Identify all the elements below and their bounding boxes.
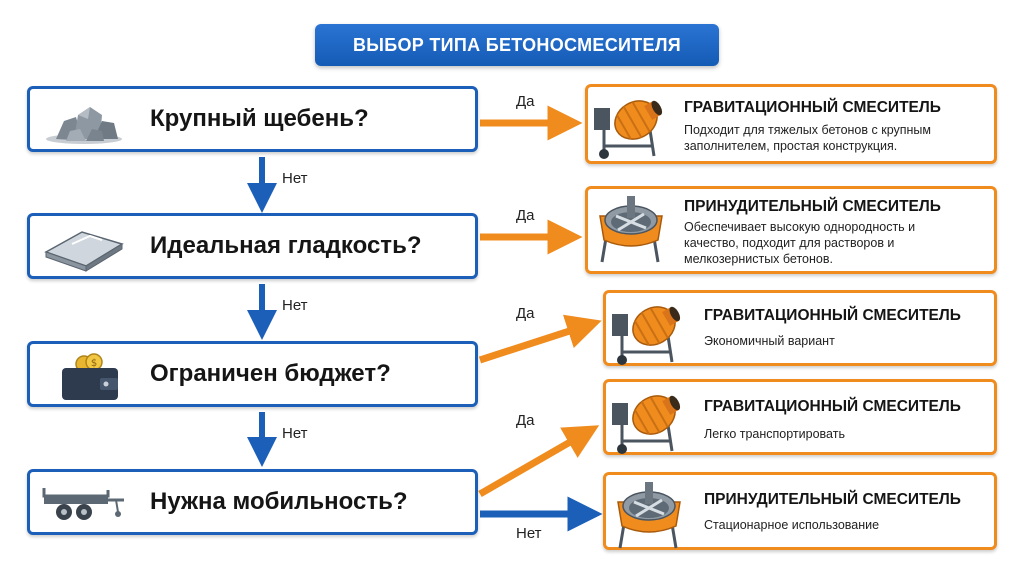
svg-text:$: $ bbox=[91, 358, 97, 369]
result-description: Экономичный вариант bbox=[704, 333, 835, 349]
question-label: Нужна мобильность? bbox=[150, 488, 408, 515]
yes-label: Да bbox=[516, 305, 535, 322]
gravity-mixer-icon bbox=[594, 100, 663, 159]
question-box-gravel: Крупный щебень? bbox=[27, 86, 478, 152]
result-gravity-mixer: ГРАВИТАЦИОННЫЙ СМЕСИТЕЛЬ Экономичный вар… bbox=[603, 290, 997, 366]
yes-arrow-3 bbox=[478, 314, 602, 364]
result-description: Подходит для тяжелых бетонов с крупным з… bbox=[684, 122, 931, 154]
result-description-line: Экономичный вариант bbox=[704, 334, 835, 348]
gravity-mixer-icon bbox=[612, 395, 681, 454]
result-forced-mixer: ПРИНУДИТЕЛЬНЫЙ СМЕСИТЕЛЬ Стационарное ис… bbox=[603, 472, 997, 550]
no-label: Нет bbox=[516, 525, 542, 542]
result-title: ГРАВИТАЦИОННЫЙ СМЕСИТЕЛЬ bbox=[684, 99, 941, 116]
yes-arrow-4 bbox=[478, 425, 600, 498]
question-box-budget: $ Ограничен бюджет? bbox=[27, 341, 478, 407]
wallet-coins-icon: $ bbox=[62, 353, 118, 400]
question-label: Крупный щебень? bbox=[150, 105, 369, 132]
result-description-line: Подходит для тяжелых бетонов с крупным bbox=[684, 123, 932, 137]
gravity-mixer-icon bbox=[612, 306, 681, 365]
result-description-line: Легко транспортировать bbox=[704, 427, 845, 441]
no-label: Нет bbox=[282, 297, 308, 314]
result-title: ПРИНУДИТЕЛЬНЫЙ СМЕСИТЕЛЬ bbox=[704, 491, 961, 508]
result-forced-mixer: ПРИНУДИТЕЛЬНЫЙ СМЕСИТЕЛЬ Обеспечивает вы… bbox=[585, 186, 997, 274]
forced-mixer-icon bbox=[617, 482, 681, 549]
result-description: Стационарное использование bbox=[704, 517, 879, 533]
result-description-line: качество, подходит для растворов и bbox=[684, 236, 895, 250]
yes-label: Да bbox=[516, 93, 535, 110]
result-description-line: Обеспечивает высокую однородность и bbox=[684, 220, 916, 234]
trailer-icon bbox=[42, 488, 124, 520]
result-description-line: мелкозернистых бетонов. bbox=[684, 252, 833, 266]
no-label: Нет bbox=[282, 425, 308, 442]
result-title: ГРАВИТАЦИОННЫЙ СМЕСИТЕЛЬ bbox=[704, 398, 961, 415]
yes-label: Да bbox=[516, 207, 535, 224]
result-description: Легко транспортировать bbox=[704, 426, 845, 442]
gravel-pile-icon bbox=[46, 107, 122, 144]
question-box-smoothness: Идеальная гладкость? bbox=[27, 213, 478, 279]
no-label: Нет bbox=[282, 170, 308, 187]
result-description-line: заполнителем, простая конструкция. bbox=[684, 139, 898, 153]
smooth-slab-icon bbox=[44, 231, 124, 272]
result-gravity-mixer: ГРАВИТАЦИОННЫЙ СМЕСИТЕЛЬ Подходит для тя… bbox=[585, 84, 997, 164]
yes-label: Да bbox=[516, 412, 535, 429]
result-gravity-mixer: ГРАВИТАЦИОННЫЙ СМЕСИТЕЛЬ Легко транспорт… bbox=[603, 379, 997, 455]
result-description-line: Стационарное использование bbox=[704, 518, 880, 532]
question-label: Идеальная гладкость? bbox=[150, 232, 422, 259]
result-description: Обеспечивает высокую однородность и каче… bbox=[684, 219, 915, 267]
result-title: ГРАВИТАЦИОННЫЙ СМЕСИТЕЛЬ bbox=[704, 307, 961, 324]
forced-mixer-icon bbox=[599, 196, 663, 263]
question-box-mobility: Нужна мобильность? bbox=[27, 469, 478, 535]
question-label: Ограничен бюджет? bbox=[150, 360, 391, 387]
result-title: ПРИНУДИТЕЛЬНЫЙ СМЕСИТЕЛЬ bbox=[684, 198, 941, 215]
page-title: ВЫБОР ТИПА БЕТОНОСМЕСИТЕЛЯ bbox=[315, 24, 719, 66]
